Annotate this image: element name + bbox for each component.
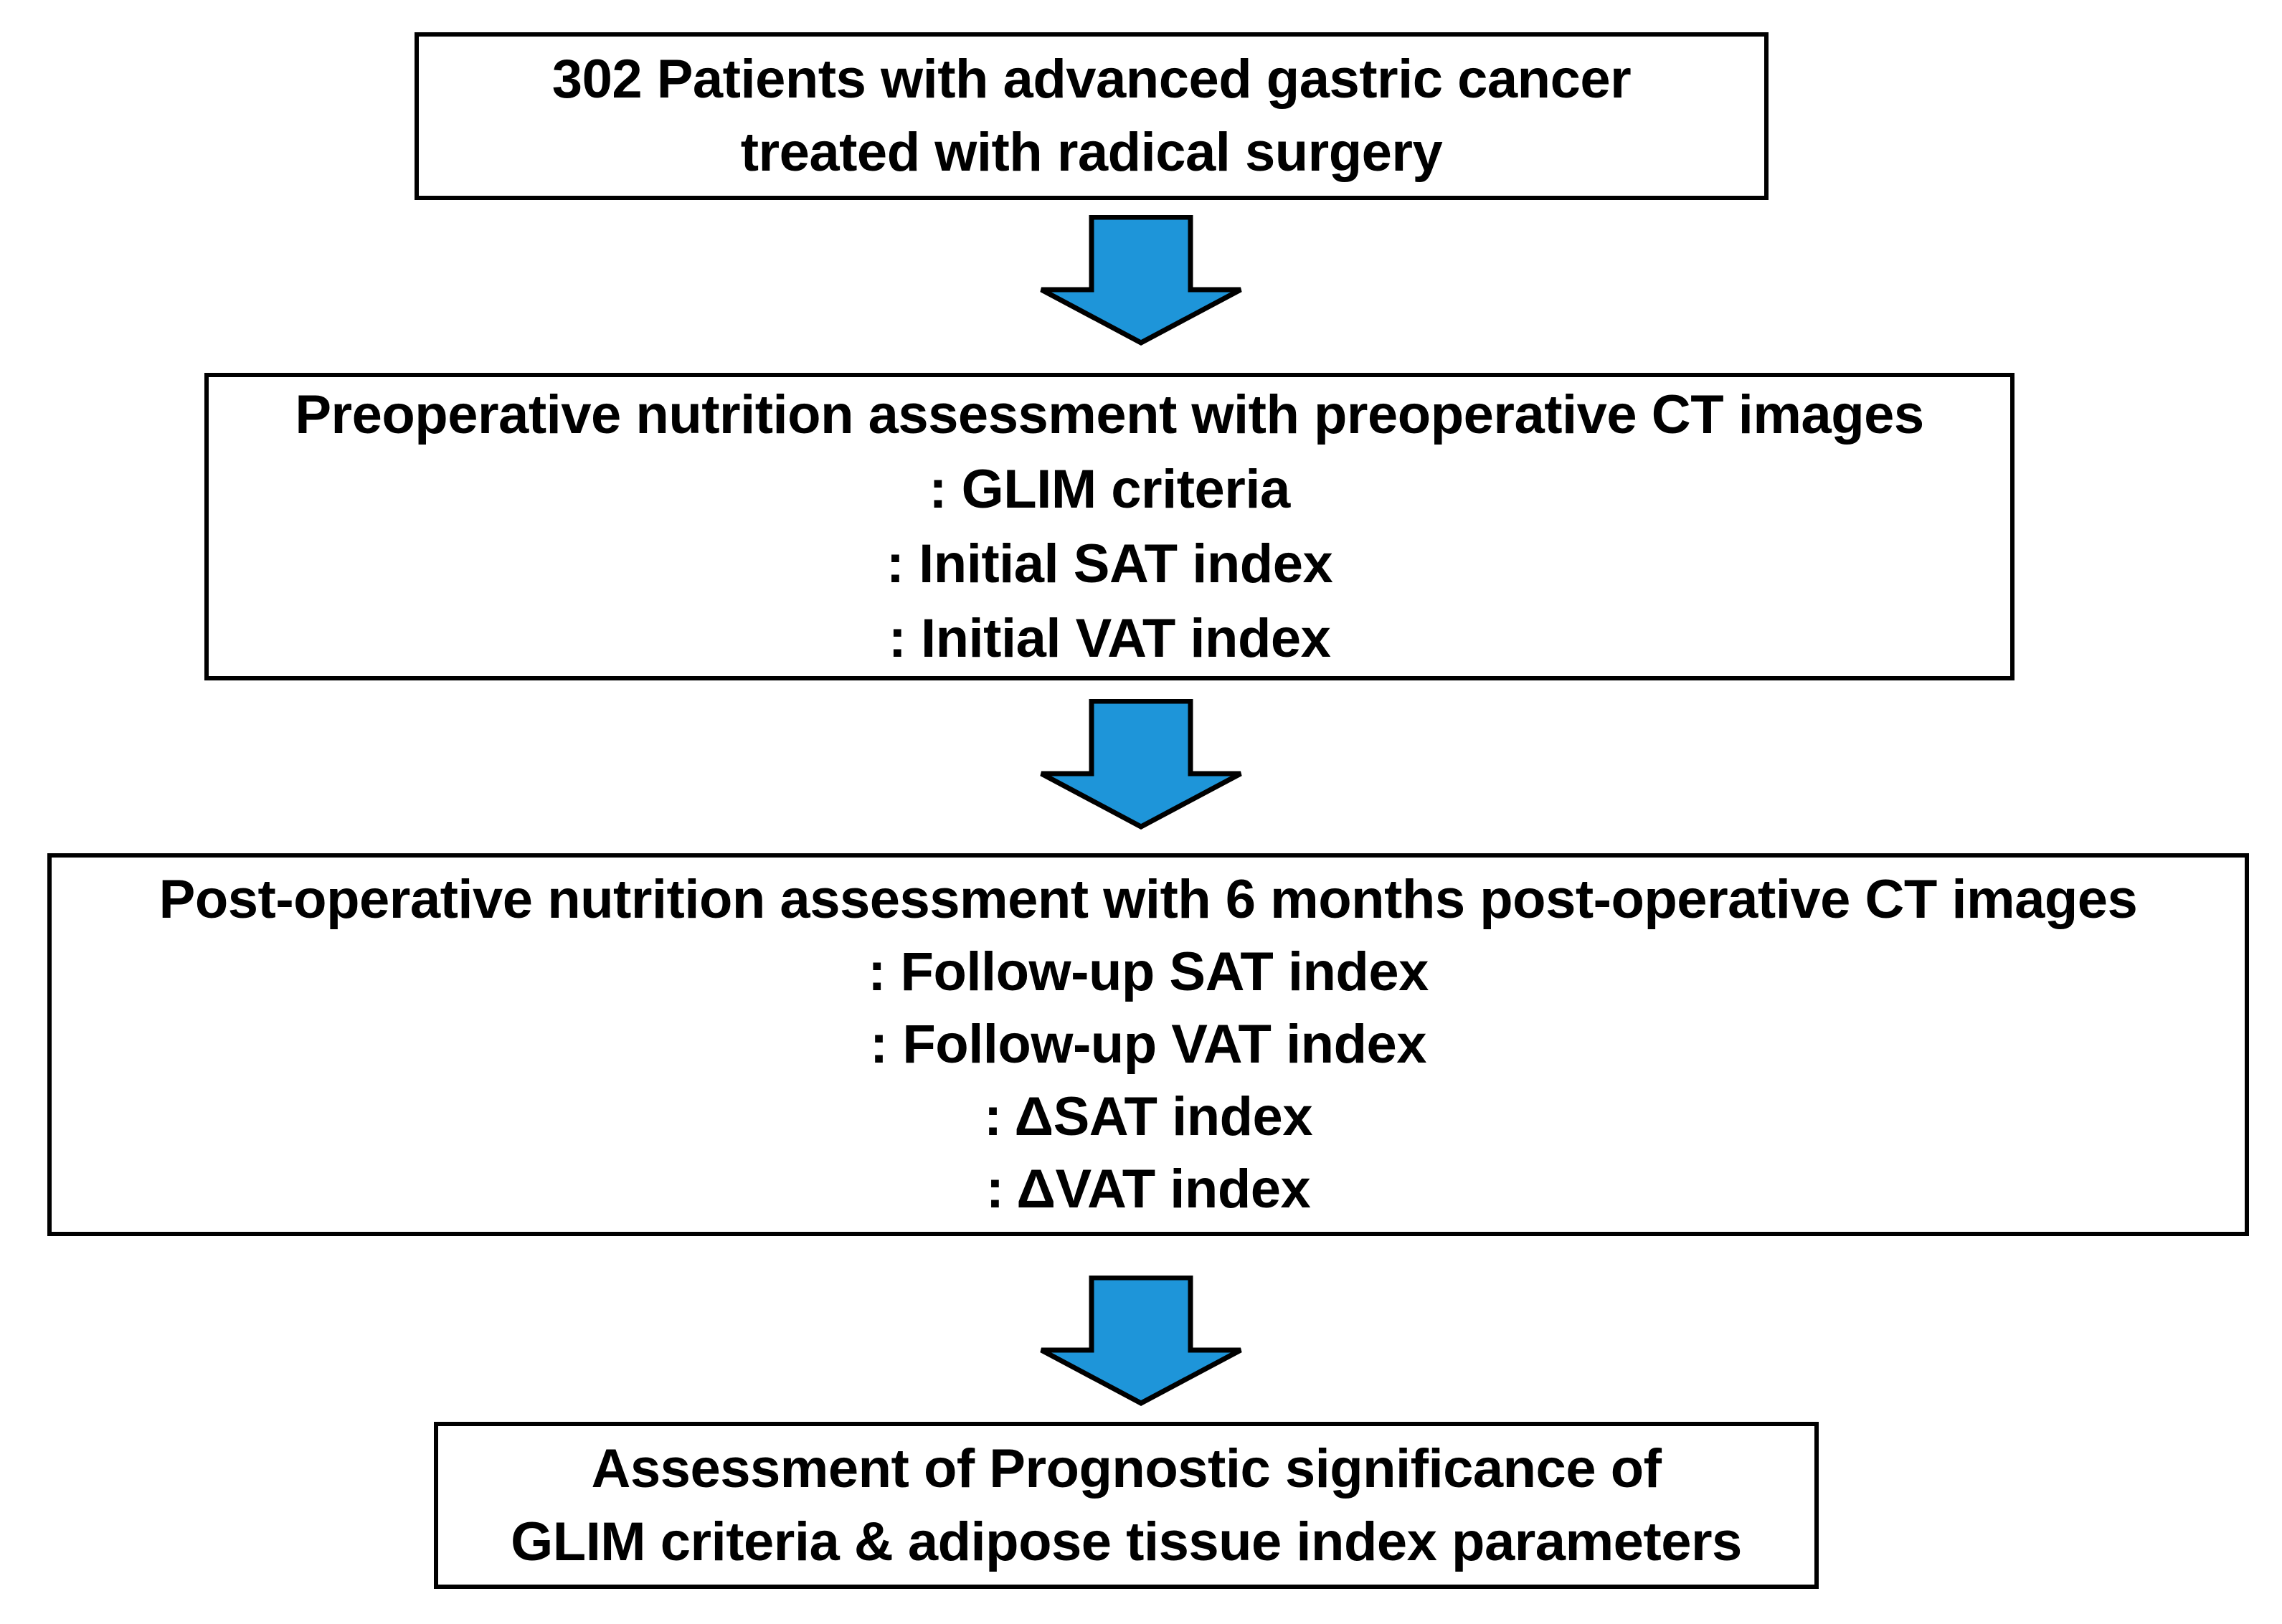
- cohort-line-1: 302 Patients with advanced gastric cance…: [551, 49, 1632, 110]
- outcome-line-1: Assessment of Prognostic significance of: [591, 1438, 1662, 1499]
- postop-line-5: : ΔVAT index: [985, 1159, 1311, 1220]
- preop-line-1: Preoperative nutrition assessment with p…: [295, 384, 1924, 445]
- postoperative-assessment-box: Post-operative nutrition assessment with…: [47, 853, 2249, 1236]
- preoperative-assessment-box: Preoperative nutrition assessment with p…: [204, 373, 2014, 680]
- down-arrow-icon: [1037, 1276, 1245, 1406]
- postop-line-3: : Follow-up VAT index: [869, 1014, 1427, 1075]
- preop-line-2: : GLIM criteria: [929, 458, 1290, 520]
- cohort-box: 302 Patients with advanced gastric cance…: [415, 32, 1769, 200]
- outcome-line-2: GLIM criteria & adipose tissue index par…: [511, 1511, 1742, 1572]
- outcome-assessment-box: Assessment of Prognostic significance of…: [434, 1422, 1819, 1589]
- postop-line-1: Post-operative nutrition assessment with…: [158, 869, 2138, 930]
- cohort-line-2: treated with radical surgery: [740, 122, 1443, 183]
- down-arrow-icon: [1037, 699, 1245, 830]
- down-arrow-icon: [1037, 215, 1245, 346]
- preop-line-3: : Initial SAT index: [886, 533, 1333, 594]
- postop-line-2: : Follow-up SAT index: [868, 941, 1429, 1002]
- preop-line-4: : Initial VAT index: [888, 607, 1331, 669]
- postop-line-4: : ΔSAT index: [983, 1086, 1313, 1147]
